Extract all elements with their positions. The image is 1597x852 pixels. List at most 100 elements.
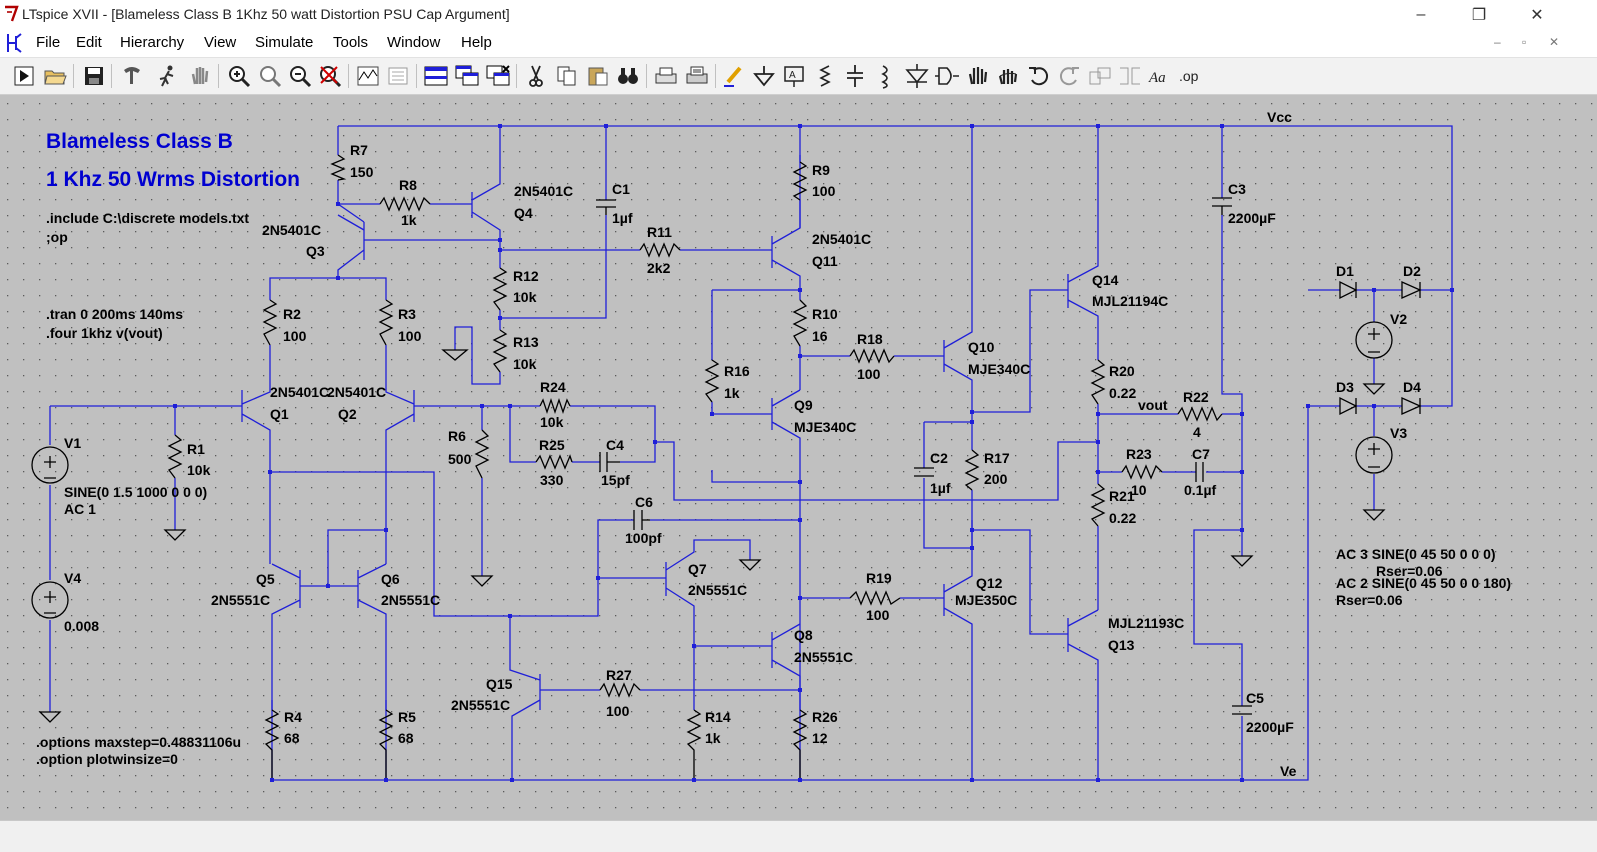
c7-ref[interactable]: C7 [1192,446,1210,462]
r12-ref[interactable]: R12 [513,268,539,284]
schematic-drawing[interactable]: Blameless Class B 1 Khz 50 Wrms Distorti… [0,95,1597,820]
r18-ref[interactable]: R18 [857,331,883,347]
q4-ref[interactable]: Q4 [514,205,533,221]
r16-ref[interactable]: R16 [724,363,750,379]
r19-value[interactable]: 100 [866,607,890,623]
inductor-icon[interactable] [871,62,899,90]
directive-plotwinsize[interactable]: .option plotwinsize=0 [36,751,178,767]
r21-value[interactable]: 0.22 [1109,510,1136,526]
r27-value[interactable]: 100 [606,703,630,719]
r25-value[interactable]: 330 [540,472,564,488]
q10-ref[interactable]: Q10 [968,339,995,355]
control-panel-icon[interactable] [118,62,146,90]
menu-edit[interactable]: Edit [76,34,102,51]
r8-value[interactable]: 1k [401,212,417,228]
mirror-icon[interactable] [1116,62,1144,90]
run-icon[interactable] [10,62,38,90]
menu-window[interactable]: Window [387,34,441,51]
c2-ref[interactable]: C2 [930,450,948,466]
c1-value[interactable]: 1µf [612,210,633,226]
menu-simulate[interactable]: Simulate [255,34,314,51]
c5-ref[interactable]: C5 [1246,690,1264,706]
r22-value[interactable]: 4 [1193,424,1201,440]
r1-value[interactable]: 10k [187,462,211,478]
r24-value[interactable]: 10k [540,414,564,430]
r20-value[interactable]: 0.22 [1109,385,1136,401]
text-icon[interactable]: Aa [1147,62,1175,90]
q1-ref[interactable]: Q1 [270,406,289,422]
halt-icon[interactable] [154,62,182,90]
r18-value[interactable]: 100 [857,366,881,382]
menu-tools[interactable]: Tools [333,34,369,51]
drag-icon[interactable] [994,62,1022,90]
d3-label[interactable]: D3 [1336,379,1354,395]
save-icon[interactable] [80,62,108,90]
label-icon[interactable]: A [780,62,808,90]
r14-value[interactable]: 1k [705,730,721,746]
q15-ref[interactable]: Q15 [486,676,513,692]
q2-model[interactable]: 2N5401C [327,384,386,400]
r26-ref[interactable]: R26 [812,709,838,725]
menu-help[interactable]: Help [461,34,492,51]
find-icon[interactable] [614,62,642,90]
capacitor-icon[interactable] [841,62,869,90]
zoom-out-icon[interactable] [286,62,314,90]
r25-ref[interactable]: R25 [539,437,565,453]
wire-icon[interactable] [720,62,748,90]
r7-value[interactable]: 150 [350,164,374,180]
r17-ref[interactable]: R17 [984,450,1010,466]
r23-value[interactable]: 10 [1131,482,1147,498]
r13-ref[interactable]: R13 [513,334,539,350]
c1-ref[interactable]: C1 [612,181,630,197]
r17-value[interactable]: 200 [984,471,1008,487]
ground-icon[interactable] [750,62,778,90]
r19-ref[interactable]: R19 [866,570,892,586]
v3-params-line-1[interactable]: AC 3 SINE(0 45 50 0 0 0) [1336,546,1496,562]
q15-model[interactable]: 2N5551C [451,697,510,713]
r14-ref[interactable]: R14 [705,709,731,725]
cancel-zoom-icon[interactable] [316,62,344,90]
q7-ref[interactable]: Q7 [688,561,707,577]
q5-ref[interactable]: Q5 [256,571,275,587]
directive-include[interactable]: .include C:\discrete models.txt [46,210,249,226]
r10-ref[interactable]: R10 [812,306,838,322]
r4-ref[interactable]: R4 [284,709,302,725]
r2-ref[interactable]: R2 [283,306,301,322]
zoom-full-icon[interactable] [256,62,284,90]
c5-value[interactable]: 2200µF [1246,719,1294,735]
net-label-vout[interactable]: vout [1138,397,1168,413]
r16-value[interactable]: 1k [724,385,740,401]
r21-ref[interactable]: R21 [1109,488,1135,504]
directive-op[interactable]: ;op [46,229,68,245]
q3-ref[interactable]: Q3 [306,243,325,259]
q8-ref[interactable]: Q8 [794,627,813,643]
q12-model[interactable]: MJE350C [955,592,1017,608]
r6-value[interactable]: 500 [448,451,472,467]
v2-params-line-2[interactable]: Rser=0.06 [1336,592,1403,608]
c4-ref[interactable]: C4 [606,437,624,453]
r20-ref[interactable]: R20 [1109,363,1135,379]
r8-ref[interactable]: R8 [399,177,417,193]
r12-value[interactable]: 10k [513,289,537,305]
close-window-icon[interactable] [484,62,512,90]
q6-ref[interactable]: Q6 [381,571,400,587]
paste-icon[interactable] [584,62,612,90]
r5-value[interactable]: 68 [398,730,414,746]
r5-ref[interactable]: R5 [398,709,416,725]
c7-value[interactable]: 0.1µf [1184,482,1217,498]
minimize-button[interactable]: – [1416,5,1426,23]
v3-params-line-2[interactable]: Rser=0.06 [1376,563,1443,579]
r11-ref[interactable]: R11 [647,224,672,240]
q9-ref[interactable]: Q9 [794,397,813,413]
cut-icon[interactable] [522,62,550,90]
print-icon[interactable] [683,62,711,90]
cascade-icon[interactable] [453,62,481,90]
fit-icon[interactable] [384,62,412,90]
tile-icon[interactable] [422,62,450,90]
q5-model[interactable]: 2N5551C [211,592,270,608]
copy-icon[interactable] [553,62,581,90]
q12-ref[interactable]: Q12 [976,575,1003,591]
v4-value[interactable]: 0.008 [64,618,99,634]
v2-label[interactable]: V2 [1390,311,1407,327]
mdi-minimize-button[interactable]: – [1494,35,1501,49]
